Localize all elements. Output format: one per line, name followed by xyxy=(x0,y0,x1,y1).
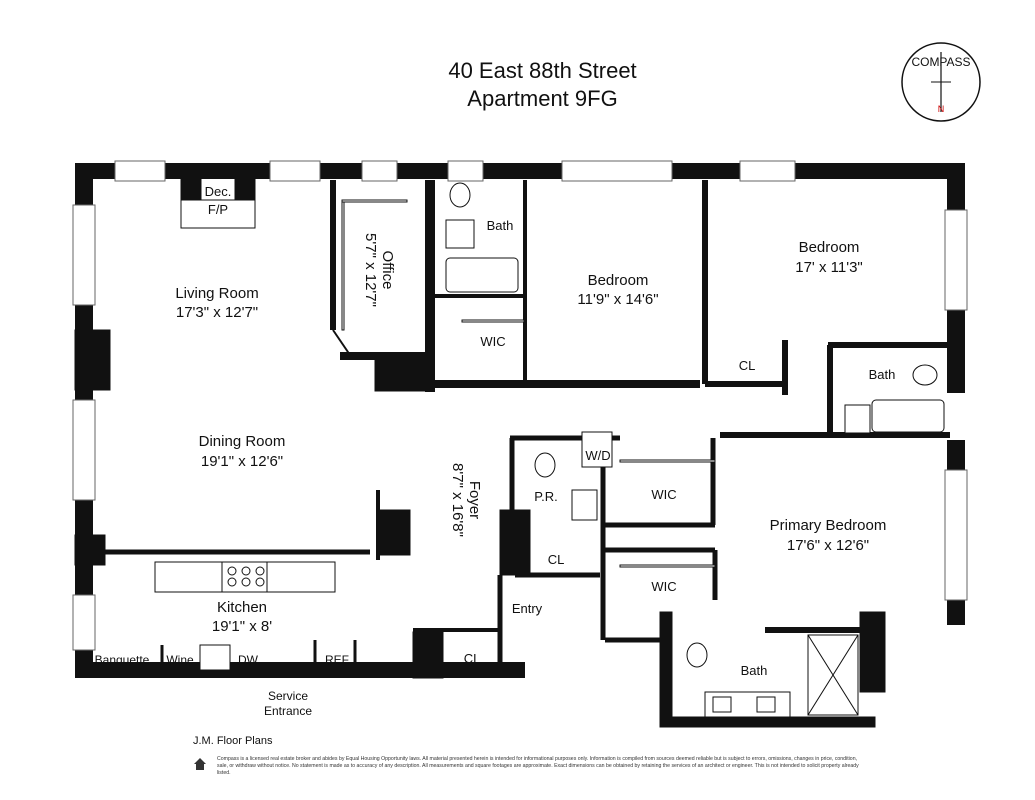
compass-rose: COMPASS N xyxy=(901,42,981,122)
wine-label: Wine xyxy=(166,653,194,667)
foyer-dims: 8'7" x 16'8" xyxy=(449,463,466,537)
dishwasher-label: DW xyxy=(238,653,259,667)
entry-name: Entry xyxy=(512,601,543,616)
bedroom1-dims: 11'9" x 14'6" xyxy=(577,291,658,308)
equal-housing-icon xyxy=(194,758,206,770)
compass-label: COMPASS xyxy=(911,55,970,69)
disclaimer-text: Compass is a licensed real estate broker… xyxy=(217,756,859,776)
bath1-name: Bath xyxy=(487,218,514,233)
cl2-name: CL xyxy=(548,552,565,567)
floor-plan-address: 40 East 88th Street xyxy=(448,58,637,83)
foyer-name: Foyer xyxy=(466,481,483,519)
cl1-name: CL xyxy=(739,358,756,373)
office-dims: 5'7" x 12'7" xyxy=(362,233,379,307)
office-name: Office xyxy=(379,251,396,290)
fireplace-label-1: Dec. xyxy=(205,184,232,199)
primary-bedroom-name: Primary Bedroom xyxy=(770,517,887,534)
bath3-name: Bath xyxy=(741,663,768,678)
primary-bedroom-dims: 17'6" x 12'6" xyxy=(787,537,869,554)
service-entrance-label-2: Entrance xyxy=(264,704,312,718)
kitchen-name: Kitchen xyxy=(217,599,267,616)
refrigerator-label: REF xyxy=(325,653,349,667)
interior-walls xyxy=(74,178,950,728)
wd-name: W/D xyxy=(585,448,610,463)
bath2-name: Bath xyxy=(869,367,896,382)
windows xyxy=(72,160,968,651)
compass-north: N xyxy=(938,104,945,114)
bedroom2-name: Bedroom xyxy=(799,239,860,256)
bedroom2-dims: 17' x 11'3" xyxy=(795,259,863,276)
fixtures xyxy=(154,182,945,718)
dining-room-dims: 19'1" x 12'6" xyxy=(201,453,283,470)
powder-room-name: P.R. xyxy=(534,489,558,504)
wic2-name: WIC xyxy=(651,487,676,502)
plan-credit: J.M. Floor Plans xyxy=(193,735,273,747)
wic1-name: WIC xyxy=(480,334,505,349)
cl3-name: CL xyxy=(464,651,481,666)
bedroom1-name: Bedroom xyxy=(588,272,649,289)
service-entrance-label-1: Service xyxy=(268,689,308,703)
banquette-label: Banquette xyxy=(95,653,150,667)
living-room-dims: 17'3" x 12'7" xyxy=(176,304,258,321)
floor-plan-apartment: Apartment 9FG xyxy=(467,86,618,111)
living-room-name: Living Room xyxy=(175,285,258,302)
dining-room-name: Dining Room xyxy=(199,433,286,450)
fireplace-label-2: F/P xyxy=(208,202,228,217)
wic3-name: WIC xyxy=(651,579,676,594)
kitchen-dims: 19'1" x 8' xyxy=(212,618,272,635)
